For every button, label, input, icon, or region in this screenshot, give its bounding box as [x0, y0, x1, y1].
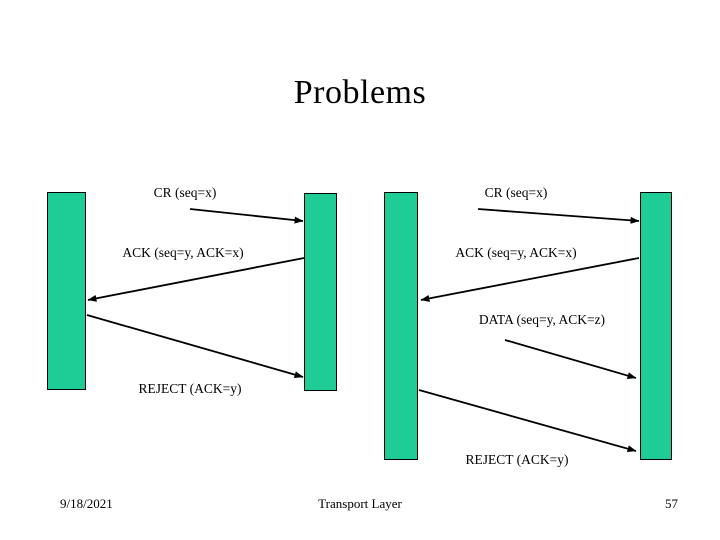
- right-scenario-message-label-4: REJECT (ACK=y): [465, 452, 569, 467]
- left-scenario-left-host-bar: [47, 192, 86, 390]
- footer-date: 9/18/2021: [60, 496, 113, 511]
- right-scenario-arrow-1: [477, 208, 640, 224]
- footer-page-number: 57: [665, 496, 678, 511]
- left-scenario-message-label-2: ACK (seq=y, ACK=x): [122, 245, 244, 260]
- left-scenario-right-host-bar: [304, 193, 337, 391]
- right-scenario-message-label-2: ACK (seq=y, ACK=x): [455, 245, 577, 260]
- right-scenario-message-label-3: DATA (seq=y, ACK=z): [478, 312, 606, 327]
- right-scenario-right-host-bar: [640, 192, 672, 460]
- right-scenario-arrow-3: [504, 339, 637, 379]
- left-scenario-message-label-3: REJECT (ACK=y): [138, 381, 242, 396]
- left-scenario-arrow-1: [189, 208, 304, 224]
- right-scenario-left-host-bar: [384, 192, 418, 460]
- right-scenario-arrow-2: [420, 257, 640, 302]
- page-title: Problems: [293, 74, 427, 111]
- footer-subject: Transport Layer: [318, 496, 402, 511]
- left-scenario-arrow-3: [86, 314, 304, 379]
- left-scenario-arrow-2: [87, 257, 305, 302]
- left-scenario-message-label-1: CR (seq=x): [153, 185, 217, 200]
- right-scenario-message-label-1: CR (seq=x): [484, 185, 548, 200]
- right-scenario-arrow-4: [418, 389, 637, 453]
